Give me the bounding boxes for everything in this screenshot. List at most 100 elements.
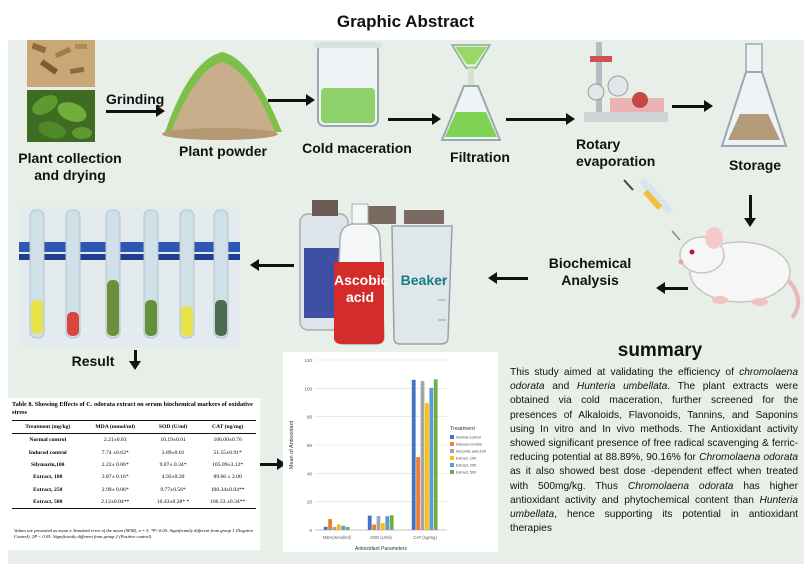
arrow-storage-down xyxy=(744,195,756,227)
table-cell: 10.43±0.28* * xyxy=(146,495,200,510)
legend-swatch xyxy=(450,449,454,453)
table-cell: 10.19±0.01 xyxy=(160,437,186,444)
table-cell: 7.74 ±0.63* xyxy=(101,449,129,456)
bar xyxy=(420,381,425,530)
summary-text-part: has higher antioxidant activity and phyt… xyxy=(510,480,798,506)
table-header: Treatment (mg/kg) xyxy=(12,420,84,434)
table-caption: Table 8. Showing Effects of C. odorata e… xyxy=(12,401,253,416)
bar xyxy=(411,379,416,530)
page-title: Graphic Abstract xyxy=(336,12,475,31)
table-cell: 106.33 ±0.34** xyxy=(199,495,256,510)
results-table: Treatment (mg/kg) MDA (mmol/ml) SOD (U/m… xyxy=(12,420,256,510)
arrow-to-biochemical xyxy=(656,282,688,294)
table-cell: 3.87± 0.16* xyxy=(101,474,129,481)
legend-entry: Extract, 100 xyxy=(456,457,476,461)
table-cell: 3.89±0.01 xyxy=(161,449,185,456)
arrow-rotary-to-storage xyxy=(672,100,713,112)
label-maceration: Cold maceration xyxy=(302,140,412,156)
table-row: Silymarin,100 2.22± 0.06* 9.87± 0.34* 10… xyxy=(12,459,256,471)
plant-powder-image xyxy=(162,52,282,140)
table-cell: Induced control xyxy=(28,449,67,456)
bar xyxy=(345,526,350,530)
table-cell: 2.12±0.04** xyxy=(83,495,147,510)
summary-heading: summary xyxy=(617,340,703,361)
table-cell: 2.22± 0.06* xyxy=(101,461,129,468)
label-grinding: Grinding xyxy=(106,91,165,107)
storage-flask-image xyxy=(720,43,788,147)
table-cell: Extract, 500 xyxy=(12,495,84,510)
y-axis-title: Mean of Antioxidant xyxy=(289,420,295,469)
ascorbic-acid-label: Ascobic acid xyxy=(334,272,389,305)
legend-swatch xyxy=(450,435,454,439)
species-name: Hunteria umbellata xyxy=(576,381,668,393)
table-cell: 9.87± 0.34* xyxy=(159,461,187,468)
arrow-maceration-to-filtration xyxy=(388,113,441,125)
table-cell: 89.66 ± 2.00 xyxy=(213,474,242,481)
table-cell: 9.77±0.56* xyxy=(160,486,186,493)
rotary-evaporator-image xyxy=(584,42,668,122)
label-powder: Plant powder xyxy=(179,143,267,159)
table-cell: Normal control xyxy=(29,437,67,444)
bar xyxy=(332,526,337,530)
table-row: Extract, 250 2.99± 0.06* 9.77±0.56* 100.… xyxy=(12,484,256,496)
fresh-leaves-image xyxy=(27,90,95,142)
table-cell: 2.21±0.03 xyxy=(103,437,127,444)
table-header: CAT (ng/mg) xyxy=(199,420,256,434)
table-cell: 51.55±0.91* xyxy=(213,449,242,456)
table-header: SOD (U/ml) xyxy=(146,420,200,434)
label-storage: Storage xyxy=(728,157,782,173)
species-name: Chromolaena odorata xyxy=(699,452,798,464)
legend-entry: Normal control xyxy=(456,436,481,440)
summary-text-part: as it also showed best dose -dependent e… xyxy=(510,466,798,492)
bar xyxy=(381,523,385,530)
table-cell: Silymarin,100 xyxy=(31,461,65,468)
legend-entry: Induced control xyxy=(456,443,482,447)
rat-image xyxy=(678,227,800,320)
table-cell: 100.34±0.04** xyxy=(210,486,245,493)
y-tick-label: 40 xyxy=(307,471,313,476)
bar xyxy=(323,526,328,530)
bar xyxy=(337,524,341,530)
dried-plant-image xyxy=(27,40,95,87)
table-footnote: Values are presented as mean ± Standard … xyxy=(14,528,254,539)
table-header: MDA (mmol/ml) xyxy=(83,420,147,434)
bar xyxy=(385,516,390,530)
x-tick-label: CAT (ng/mg) xyxy=(413,535,437,540)
legend-swatch xyxy=(450,470,454,474)
label-rotary: Rotary evaporation xyxy=(576,136,656,169)
maceration-beaker-image xyxy=(314,42,382,127)
syringe-image xyxy=(623,177,681,241)
label-filtration: Filtration xyxy=(450,149,510,165)
bar xyxy=(341,525,346,530)
bar xyxy=(429,387,434,530)
table-cell: 105.09±3.12* xyxy=(212,461,244,468)
summary-text-part: This study aimed at validating the effic… xyxy=(510,367,740,378)
label-biochemical: Biochemical Analysis xyxy=(548,255,632,288)
bar xyxy=(425,402,429,530)
y-tick-label: 60 xyxy=(307,443,313,448)
summary-text-part: . The plant extracts were obtained via c… xyxy=(510,381,798,464)
arrow-biochemical-to-bottles xyxy=(488,272,528,284)
summary-text-part: , hence supporting its potential in anti… xyxy=(510,509,798,535)
legend-swatch xyxy=(450,456,454,460)
table-row: Normal control 2.21±0.03 10.19±0.01 106.… xyxy=(12,434,256,447)
arrow-powder-to-maceration xyxy=(268,94,315,106)
species-name: chromolaena odorata xyxy=(510,367,798,393)
x-tick-label: MDA(mmol/ml) xyxy=(323,535,352,540)
x-tick-label: SOD (U/ml) xyxy=(370,535,392,540)
table-row: Extract, 100 3.87± 0.16* 4.92±0.20 89.66… xyxy=(12,471,256,483)
legend-swatch xyxy=(450,442,454,446)
legend-title: Treatment xyxy=(450,426,475,432)
label-result: Result xyxy=(71,353,115,369)
label-collection: Plant collection and drying xyxy=(18,150,122,183)
table-cell: 4.92±0.20 xyxy=(161,474,185,481)
table-cell: Extract, 100 xyxy=(33,474,63,481)
test-tubes-image xyxy=(19,207,240,347)
y-tick-label: 120 xyxy=(304,358,312,363)
filtration-flask-image xyxy=(440,44,502,141)
results-table-card: Table 8. Showing Effects of C. odorata e… xyxy=(8,398,260,550)
table-cell: 106.00±0.76 xyxy=(213,437,242,444)
